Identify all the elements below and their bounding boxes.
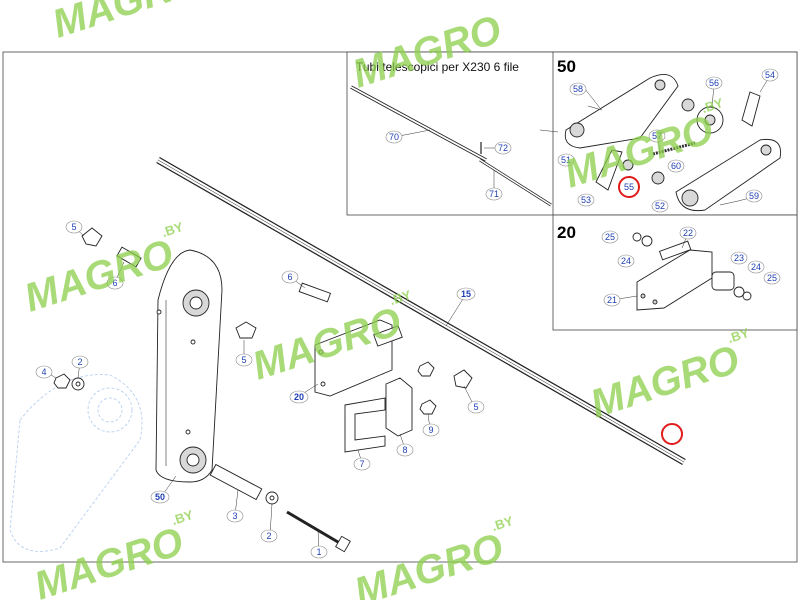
washer-24b — [733, 286, 745, 298]
plate-8 — [385, 377, 413, 437]
callout-8: 8 — [402, 445, 407, 455]
inset-20-title: 20 — [557, 223, 576, 242]
magro-logo-top: MAGRO .BY — [47, 0, 206, 47]
callout-9: 9 — [428, 425, 433, 435]
callout-60: 60 — [671, 161, 681, 171]
inset-50-caption: Tubi telescopici per X230 6 file — [356, 60, 519, 74]
callout-70: 70 — [389, 132, 399, 142]
svg-text:MAGRO: MAGRO — [349, 525, 508, 600]
callout-6-left: 6 — [112, 278, 117, 288]
callout-22: 22 — [683, 228, 693, 238]
telescopic-tube-71 — [479, 158, 552, 207]
svg-text:MAGRO: MAGRO — [585, 337, 744, 426]
callout-6-center: 6 — [287, 272, 292, 282]
svg-text:.BY: .BY — [170, 507, 196, 528]
magro-logo-right: MAGRO .BY — [585, 325, 752, 427]
svg-text:MAGRO: MAGRO — [19, 231, 178, 320]
clip-5-top — [81, 227, 103, 247]
bolt-58b — [539, 129, 559, 133]
chain-guard-lower-plate — [675, 138, 782, 212]
svg-text:.BY: .BY — [160, 219, 186, 240]
telescopic-tube-70 — [350, 85, 487, 162]
callouts: 70 72 71 58 56 54 57 51 60 55 53 52 59 2… — [35, 68, 781, 559]
callout-3: 3 — [232, 511, 237, 521]
svg-text:MAGRO: MAGRO — [29, 519, 188, 600]
washer-2-bottom-hole — [269, 495, 275, 501]
bolt-1-head — [335, 535, 351, 553]
nut-9-lower — [419, 399, 437, 415]
bolt-58a — [587, 105, 603, 111]
callout-53: 53 — [581, 195, 591, 205]
key-6-center — [298, 282, 332, 303]
bolt-1 — [286, 510, 344, 547]
callout-4: 4 — [41, 367, 46, 377]
inset-50: Tubi telescopici per X230 6 file 50 — [346, 51, 798, 216]
chain-guard-upper-plate — [564, 73, 679, 149]
bearing-upper — [681, 98, 695, 112]
bracket-53 — [595, 149, 623, 191]
bushing-23 — [711, 271, 735, 291]
callout-71: 71 — [489, 189, 499, 199]
inset-20: 20 — [552, 214, 798, 331]
chain-57 — [652, 141, 696, 156]
callout-50: 50 — [155, 492, 165, 502]
svg-text:.BY: .BY — [700, 95, 726, 116]
ghost-chain-guard — [9, 374, 143, 552]
callout-72: 72 — [498, 143, 508, 153]
callout-5-center: 5 — [241, 355, 246, 365]
support-bracket-20 — [314, 319, 403, 397]
highlight-ring-55 — [618, 176, 640, 198]
inset-50-title: 50 — [557, 57, 576, 76]
callout-24-left: 24 — [621, 256, 631, 266]
u-bolt-7 — [344, 397, 386, 453]
callout-59: 59 — [749, 191, 759, 201]
callout-1: 1 — [316, 547, 321, 557]
callout-5-right: 5 — [473, 402, 478, 412]
nut-4 — [53, 373, 71, 389]
svg-text:.BY: .BY — [388, 287, 414, 308]
magro-logo-bottom-left: MAGRO .BY — [29, 507, 196, 600]
sprocket-55 — [622, 159, 634, 171]
washer-24a — [641, 235, 653, 247]
callout-51: 51 — [561, 155, 571, 165]
clip-5-right — [453, 369, 473, 389]
callout-20: 20 — [294, 392, 304, 402]
callout-24-right: 24 — [751, 262, 761, 272]
callout-5-top: 5 — [71, 222, 76, 232]
callout-7: 7 — [359, 459, 364, 469]
ring-25a — [632, 232, 642, 242]
callout-23: 23 — [734, 253, 744, 263]
spacer-3 — [209, 463, 263, 501]
sprocket-56 — [696, 106, 724, 134]
callout-54: 54 — [765, 70, 775, 80]
bearing-lower — [651, 171, 665, 185]
nut-9-upper — [417, 361, 435, 377]
bolt-59 — [719, 200, 739, 206]
callout-55: 55 — [624, 182, 634, 192]
svg-text:MAGRO: MAGRO — [47, 0, 206, 47]
chain-guard-50 — [155, 249, 223, 483]
washer-2-left-hole — [75, 381, 81, 387]
callout-25-left: 25 — [605, 232, 615, 242]
hex-shaft-15 — [156, 156, 686, 466]
ring-25b — [742, 291, 752, 301]
callout-15: 15 — [461, 289, 471, 299]
callout-58: 58 — [573, 84, 583, 94]
highlight-ring-shaft-end — [661, 423, 683, 445]
tensioner-54 — [741, 91, 761, 127]
callout-52: 52 — [655, 201, 665, 211]
key-6-left — [116, 246, 142, 268]
callout-2-bottom: 2 — [266, 531, 271, 541]
svg-text:.BY: .BY — [726, 325, 752, 346]
callout-56: 56 — [709, 78, 719, 88]
magro-logo-bottom-right: MAGRO .BY — [349, 513, 516, 600]
clip-5-center — [235, 321, 257, 339]
callout-21: 21 — [607, 295, 617, 305]
callout-57: 57 — [652, 131, 662, 141]
callout-25-right: 25 — [767, 273, 777, 283]
callout-2-left: 2 — [77, 357, 82, 367]
svg-text:.BY: .BY — [490, 513, 516, 534]
